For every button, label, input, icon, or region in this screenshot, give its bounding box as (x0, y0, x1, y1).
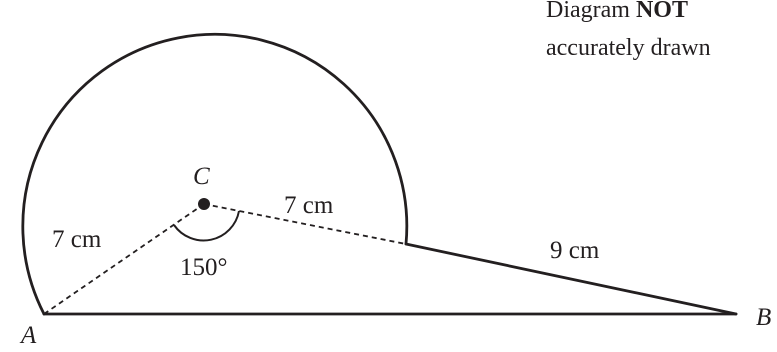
label-radius-cd: 7 cm (284, 192, 334, 219)
label-a: A (19, 322, 37, 349)
label-b: B (756, 304, 771, 331)
label-angle: 150° (180, 254, 228, 281)
circle-arc (21, 32, 409, 316)
label-radius-ca: 7 cm (52, 226, 102, 253)
radius-cd (203, 203, 407, 245)
angle-arc (173, 210, 240, 242)
note-line-2: accurately drawn (546, 35, 711, 61)
line-db (404, 242, 738, 316)
note-line-1-text: Diagram (546, 0, 636, 23)
note-line-1: Diagram NOT (546, 0, 688, 23)
note-line-1-bold: NOT (636, 0, 688, 23)
label-tangent-length: 9 cm (550, 237, 600, 264)
center-point-c (198, 198, 210, 210)
label-c: C (193, 163, 210, 190)
